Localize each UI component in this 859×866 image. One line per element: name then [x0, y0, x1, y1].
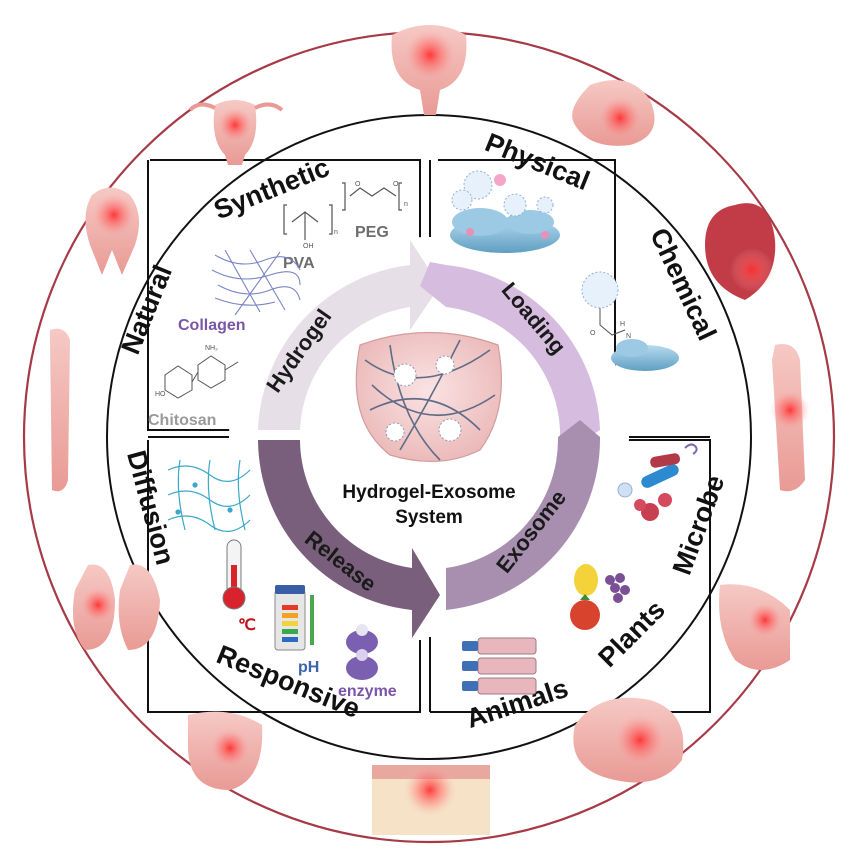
enzyme-icon	[346, 624, 378, 680]
svg-text:O: O	[355, 181, 361, 188]
hydrogel-arrow	[258, 240, 440, 430]
svg-text:n: n	[334, 229, 338, 236]
release-arrow	[258, 440, 440, 638]
exosome-arrow	[446, 420, 601, 610]
svg-text:H: H	[620, 321, 625, 328]
temperature-label: ℃	[238, 617, 256, 634]
ring-label-microbe: Microbe	[667, 471, 731, 579]
brain-icon	[573, 697, 684, 783]
peg-label: PEG	[355, 224, 389, 241]
tooth-icon	[85, 187, 139, 275]
collagen-label: Collagen	[178, 317, 246, 334]
pva-structure-icon: OH n	[283, 204, 338, 250]
uterus-icon	[188, 100, 284, 165]
skin-icon	[372, 764, 490, 835]
ring-label-natural: Natural	[115, 261, 178, 358]
chitosan-label: Chitosan	[148, 412, 216, 429]
diffusion-network-icon	[167, 459, 251, 532]
cycle-arrows	[258, 240, 601, 638]
bladder-icon	[391, 25, 467, 115]
center-title-line2: System	[395, 507, 463, 528]
center-hydrogel-icon	[355, 331, 503, 462]
leg-icon	[770, 344, 810, 492]
peg-structure-icon: O O n	[342, 181, 408, 211]
thermometer-icon	[222, 539, 246, 610]
svg-text:OH: OH	[303, 243, 314, 250]
svg-text:O: O	[590, 330, 596, 337]
enzyme-label: enzyme	[338, 683, 397, 700]
ring-dividers	[147, 159, 711, 713]
animals-flask-icon	[462, 637, 537, 695]
svg-text:O: O	[393, 181, 399, 188]
loading-arrow	[420, 262, 600, 455]
ring-label-physical: Physical	[481, 127, 594, 196]
knee-icon	[719, 584, 790, 670]
bone-icon	[50, 328, 70, 492]
ph-label: pH	[298, 659, 319, 676]
svg-text:HO: HO	[155, 391, 166, 398]
plants-icon	[570, 564, 630, 630]
stomach-icon	[572, 80, 655, 146]
collagen-fiber-icon	[211, 249, 301, 316]
chitosan-structure-icon: HO NH₂	[155, 345, 239, 399]
svg-text:N: N	[626, 333, 631, 340]
microbe-icon	[617, 443, 698, 521]
ph-strip-icon	[274, 585, 314, 651]
svg-text:NH₂: NH₂	[205, 345, 218, 352]
heart-icon	[705, 203, 776, 300]
intestine-icon	[188, 711, 263, 790]
center-title-line1: Hydrogel-Exosome	[342, 482, 515, 503]
svg-text:n: n	[404, 201, 408, 208]
physical-loading-icon	[450, 170, 560, 253]
lung-icon	[72, 564, 160, 650]
chemical-loading-icon: O H N	[581, 271, 679, 371]
ring-label-diffusion: Diffusion	[121, 447, 180, 568]
